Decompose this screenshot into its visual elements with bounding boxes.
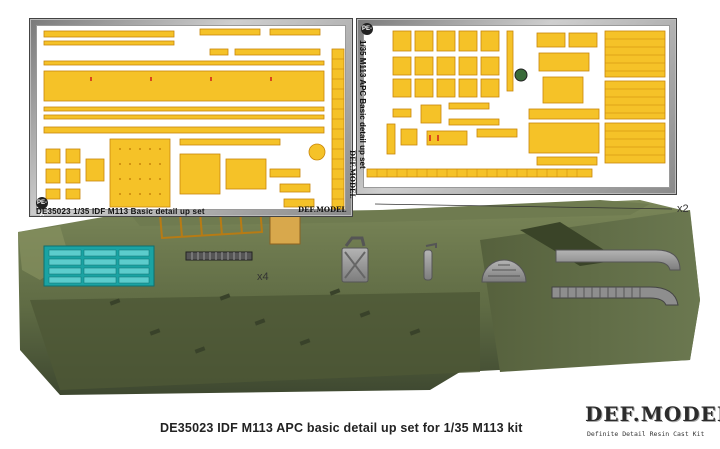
brand-logo: DEF.MODEL Definite Detail Resin Cast Kit (585, 402, 720, 447)
pe-fret-2: PE-B (356, 18, 677, 195)
brand-logo-tagline: Definite Detail Resin Cast Kit (587, 430, 705, 438)
fret-1-label: DE35023 1/35 IDF M113 Basic detail up se… (36, 207, 205, 216)
jerry-can (341, 236, 369, 283)
fret-1-badge: PE-A (36, 197, 48, 218)
track-strip-quantity: x4 (257, 271, 269, 283)
product-caption: DE35023 IDF M113 APC basic detail up set… (160, 421, 523, 435)
fret-2-label: 1/35 M113 APC Basic detail up set (358, 40, 367, 169)
fire-extinguisher (423, 242, 437, 281)
fret-2-quantity: x2 (677, 203, 689, 215)
fret-2-brand: DEF.MODEL (348, 150, 357, 199)
brand-logo-name: DEF.MODEL (585, 402, 720, 426)
x2-leader-line (374, 203, 673, 210)
fret-1-brand: DEF.MODEL (298, 205, 347, 214)
exhaust-pipe-straight (555, 249, 681, 271)
exhaust-hose (551, 286, 679, 306)
pe-fret-2-parts (366, 30, 666, 178)
exhaust-cover (481, 259, 527, 283)
pe-fret-1: PE-A (29, 18, 353, 218)
track-link-strip (185, 251, 253, 261)
teal-resin-sprue (43, 245, 155, 287)
fret-2-badge: PE-B (361, 23, 373, 44)
pe-fret-1-parts (43, 28, 345, 210)
